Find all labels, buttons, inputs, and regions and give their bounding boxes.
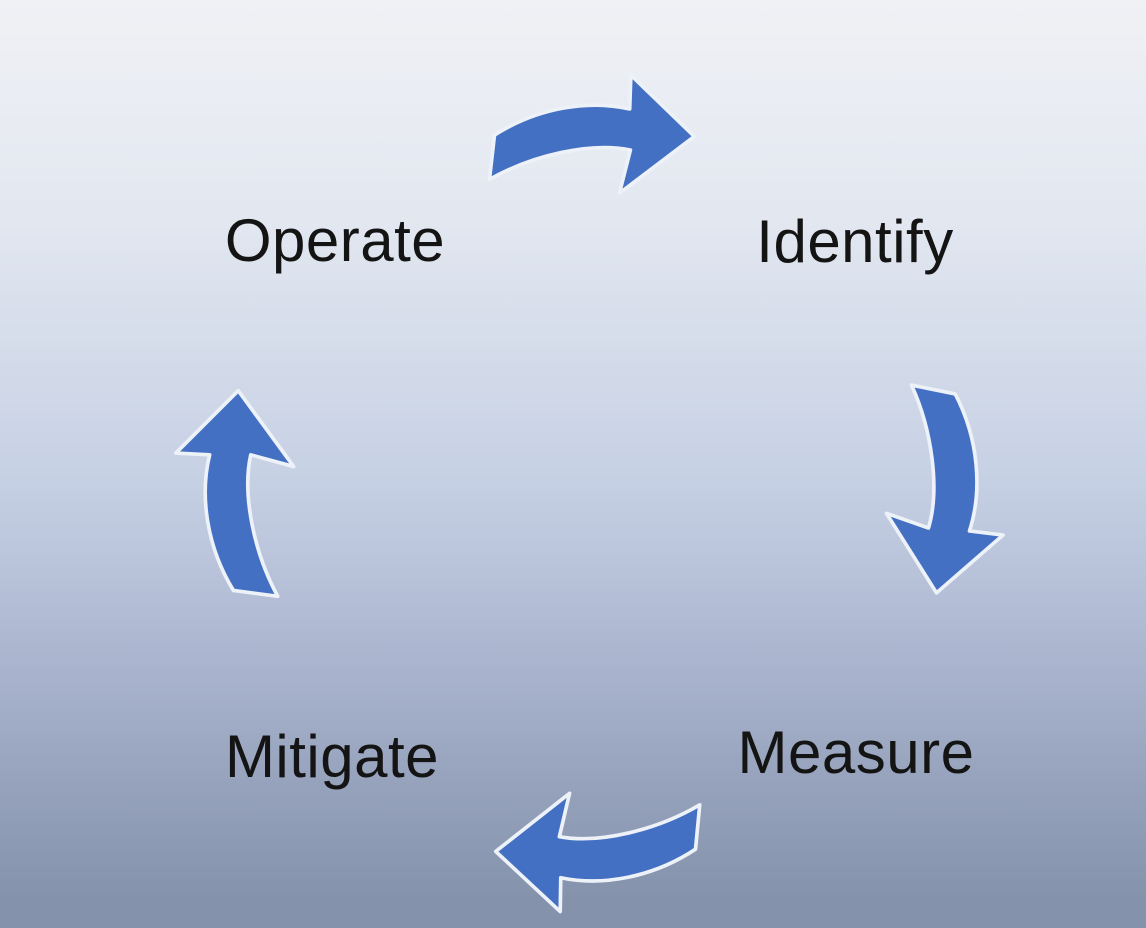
node-label-measure: Measure: [737, 719, 975, 786]
curved-arrow-operate-to-identify-icon: [477, 64, 704, 207]
curved-arrow-identify-to-measure-icon: [876, 377, 1016, 601]
arrow-shape: [884, 383, 1005, 595]
curved-arrow-measure-to-mitigate-icon: [486, 776, 715, 923]
node-label-identify: Identify: [756, 208, 954, 275]
arrow-shape: [174, 388, 296, 599]
curved-arrow-mitigate-to-operate-icon: [166, 383, 306, 607]
node-label-operate: Operate: [224, 207, 446, 274]
arrow-shape: [487, 73, 697, 196]
arrow-shape: [493, 791, 702, 914]
node-label-mitigate: Mitigate: [224, 723, 440, 790]
